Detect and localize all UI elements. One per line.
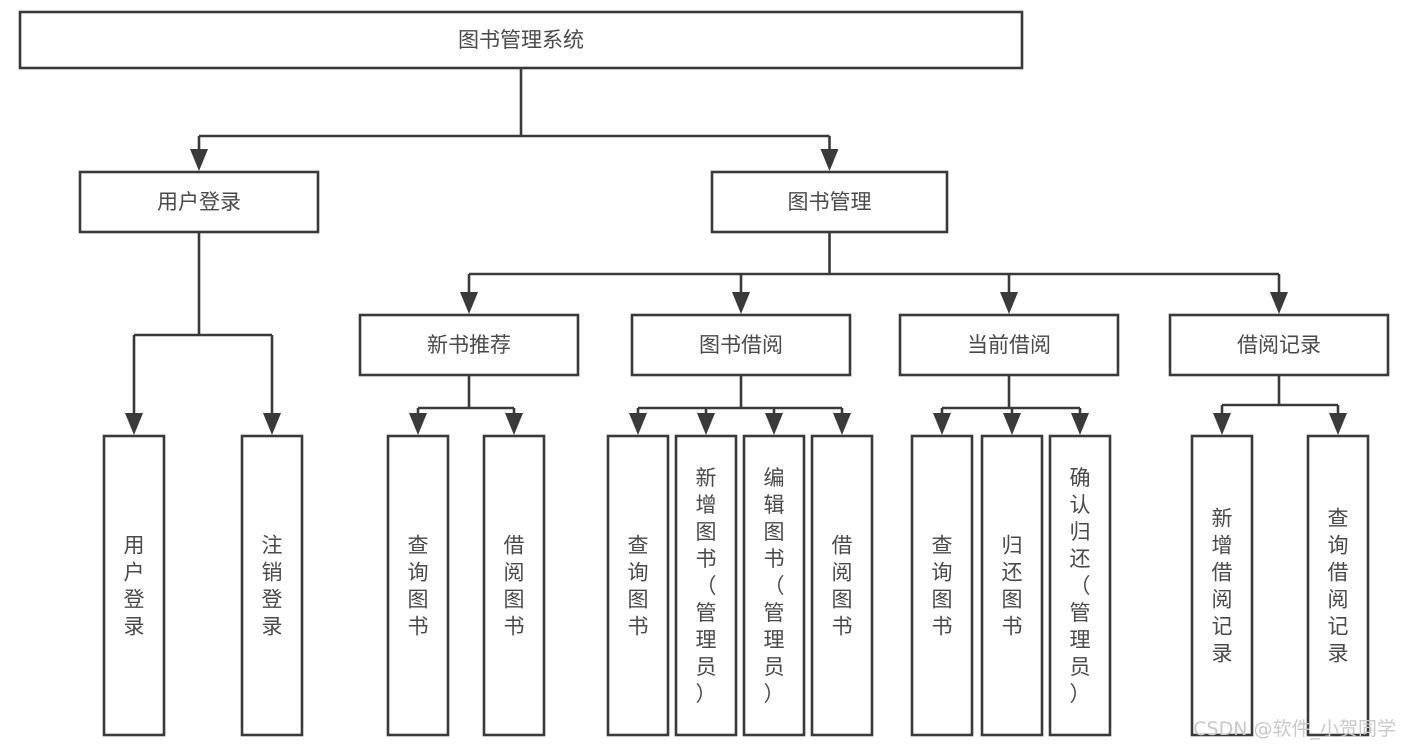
node-label: 图书借阅 [699,333,783,357]
node-box[interactable] [630,313,852,377]
node-leaf-add-book[interactable]: 新增图书（管理员） [674,434,738,737]
arrow-head-icon [1071,413,1089,435]
node-root[interactable]: 图书管理系统 [18,10,1024,70]
node-label: 用户登录 [157,190,241,214]
arrow-head-icon [629,413,647,435]
csdn-watermark: CSDN @软件_小贺同学 [1193,718,1396,740]
arrow-head-icon [409,413,427,435]
node-leaf-query-book-1[interactable]: 查询图书 [386,434,450,737]
arrow-head-icon [190,149,208,171]
node-label: 注销登录 [262,534,283,639]
node-label: 图书管理系统 [458,28,584,52]
node-leaf-query-book-3[interactable]: 查询图书 [910,434,974,737]
arrow-head-icon [505,413,523,435]
node-label: 图书管理 [788,190,872,214]
node-label: 借阅图书 [504,534,525,639]
node-box[interactable] [898,313,1120,377]
node-box[interactable] [78,170,320,234]
node-box[interactable] [386,434,450,737]
arrow-head-icon [1329,413,1347,435]
node-label: 查询借阅记录 [1328,507,1349,666]
node-box[interactable] [240,434,304,737]
node-label: 编辑图书（管理员） [764,466,785,706]
node-leaf-query-book-2[interactable]: 查询图书 [606,434,670,737]
node-label: 新增借阅记录 [1212,507,1233,666]
node-label: 用户登录 [124,534,145,639]
node-book-borrow[interactable]: 图书借阅 [630,313,852,377]
node-label: 借阅记录 [1237,333,1321,357]
node-box[interactable] [482,434,546,737]
node-box[interactable] [358,313,580,377]
arrow-head-icon [732,292,750,314]
node-box[interactable] [674,434,738,737]
node-leaf-user-login[interactable]: 用户登录 [102,434,166,737]
node-leaf-add-record[interactable]: 新增借阅记录 [1190,434,1254,737]
arrow-head-icon [933,413,951,435]
arrow-head-icon [1003,413,1021,435]
arrow-head-icon [460,292,478,314]
node-label: 新增图书（管理员） [696,466,717,706]
node-label: 归还图书 [1002,534,1023,639]
node-leaf-logout[interactable]: 注销登录 [240,434,304,737]
node-box[interactable] [980,434,1044,737]
node-leaf-query-record[interactable]: 查询借阅记录 [1306,434,1370,737]
node-label: 查询图书 [408,534,429,639]
node-book-manage[interactable]: 图书管理 [710,170,949,234]
node-box[interactable] [710,170,949,234]
node-label: 查询图书 [932,534,953,639]
node-leaf-borrow-book-2[interactable]: 借阅图书 [810,434,874,737]
node-box[interactable] [102,434,166,737]
arrow-head-icon [1213,413,1231,435]
arrow-head-icon [820,149,839,171]
node-leaf-borrow-book-1[interactable]: 借阅图书 [482,434,546,737]
node-label: 当前借阅 [967,333,1051,357]
node-box[interactable] [18,10,1024,70]
node-borrow-record[interactable]: 借阅记录 [1168,313,1390,377]
node-box[interactable] [1048,434,1112,737]
node-current-borrow[interactable]: 当前借阅 [898,313,1120,377]
node-box[interactable] [1306,434,1370,737]
node-leaf-return-book[interactable]: 归还图书 [980,434,1044,737]
node-label: 查询图书 [628,534,649,639]
arrow-head-icon [263,413,281,435]
arrow-head-icon [125,413,143,435]
node-user-login[interactable]: 用户登录 [78,170,320,234]
node-label: 新书推荐 [427,333,511,357]
node-box[interactable] [1168,313,1390,377]
node-new-book-recommend[interactable]: 新书推荐 [358,313,580,377]
node-box[interactable] [810,434,874,737]
connector-layer [125,68,1347,435]
node-box[interactable] [1190,434,1254,737]
node-leaf-confirm-return[interactable]: 确认归还（管理员） [1048,434,1112,737]
node-label: 确认归还（管理员） [1070,466,1091,706]
node-label: 借阅图书 [832,534,853,639]
arrow-head-icon [1270,292,1288,314]
arrow-head-icon [697,413,715,435]
node-layer: 图书管理系统用户登录图书管理新书推荐图书借阅当前借阅借阅记录用户登录注销登录查询… [18,10,1390,737]
arrow-head-icon [833,413,851,435]
node-leaf-edit-book[interactable]: 编辑图书（管理员） [742,434,806,737]
node-box[interactable] [910,434,974,737]
arrow-head-icon [765,413,783,435]
node-box[interactable] [606,434,670,737]
arrow-head-icon [1000,292,1018,314]
node-box[interactable] [742,434,806,737]
